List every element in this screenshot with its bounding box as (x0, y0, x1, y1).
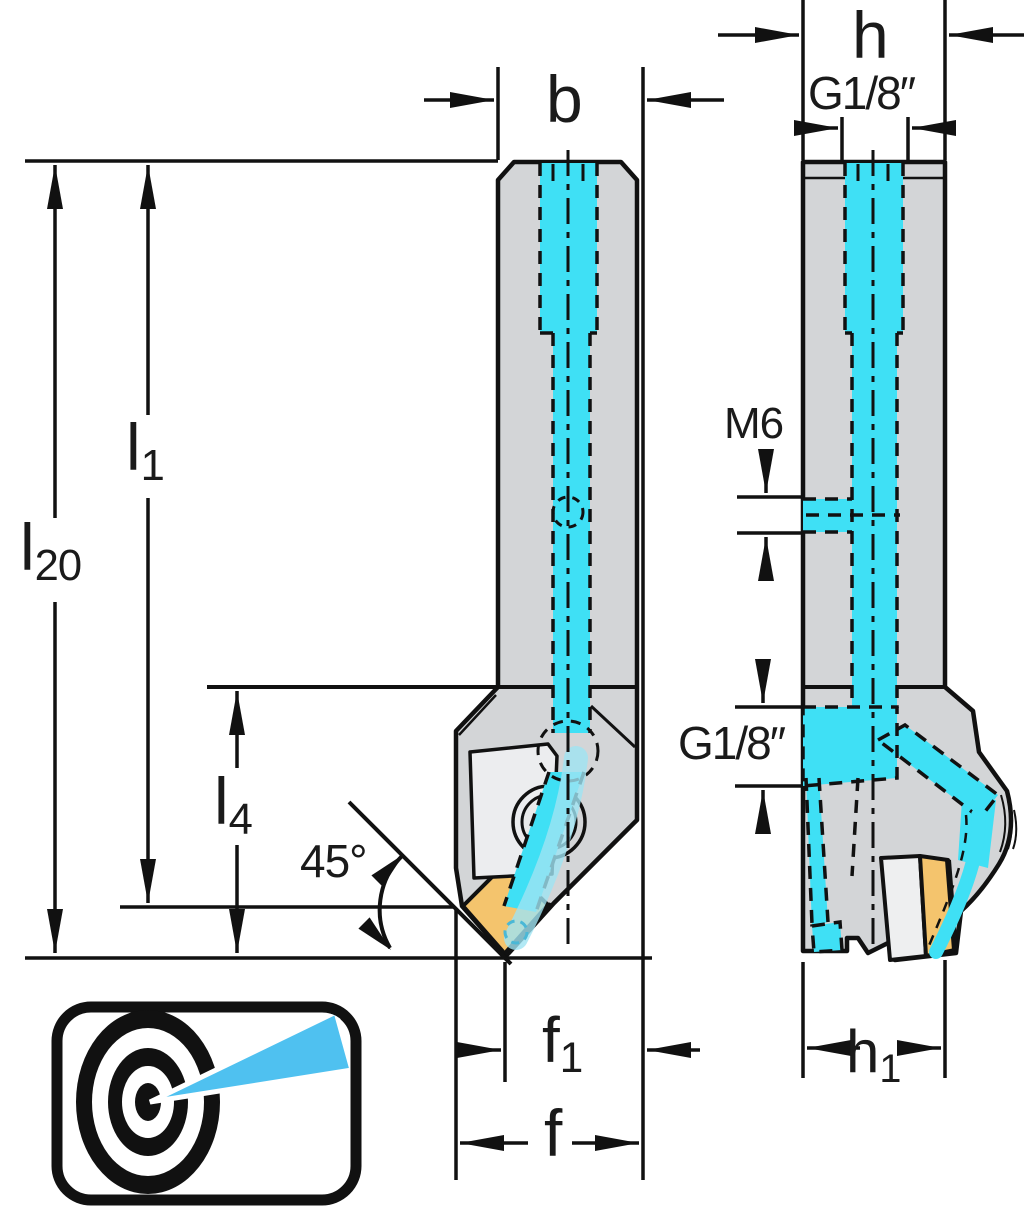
precision-coolant-target-icon (51, 1001, 362, 1206)
right-coolant-stream (929, 808, 986, 959)
dim-label-45deg: 45° (300, 835, 368, 887)
dim-label-g18-side: G1/8″ (678, 717, 786, 769)
dim-label-l4: l4 (214, 764, 253, 845)
left-tool-front-view (207, 150, 640, 959)
dim-label-f: f (544, 1096, 562, 1170)
dim-label-g18-top: G1/8″ (808, 67, 916, 119)
dim-label-b: b (546, 62, 583, 136)
bulge-shading (999, 794, 1018, 853)
dim-label-l1: l1 (126, 410, 165, 491)
cross-hole-dashed-circle (551, 495, 585, 529)
dimension-lines (25, 0, 1024, 1180)
dim-label-f1: f1 (542, 1004, 583, 1082)
right-tool-side-view (800, 150, 1018, 963)
dim-label-l20: l20 (20, 510, 82, 591)
coolant-jet-icon (148, 1013, 350, 1105)
target-rings (76, 1010, 220, 1194)
dim-label-h1: h1 (846, 1018, 901, 1091)
dim-label-h: h (852, 0, 889, 72)
left-coolant-channels (502, 150, 600, 950)
dim-label-m6: M6 (724, 399, 784, 448)
right-coolant-channels (801, 150, 1001, 954)
coolant-flow-stream (504, 746, 588, 950)
